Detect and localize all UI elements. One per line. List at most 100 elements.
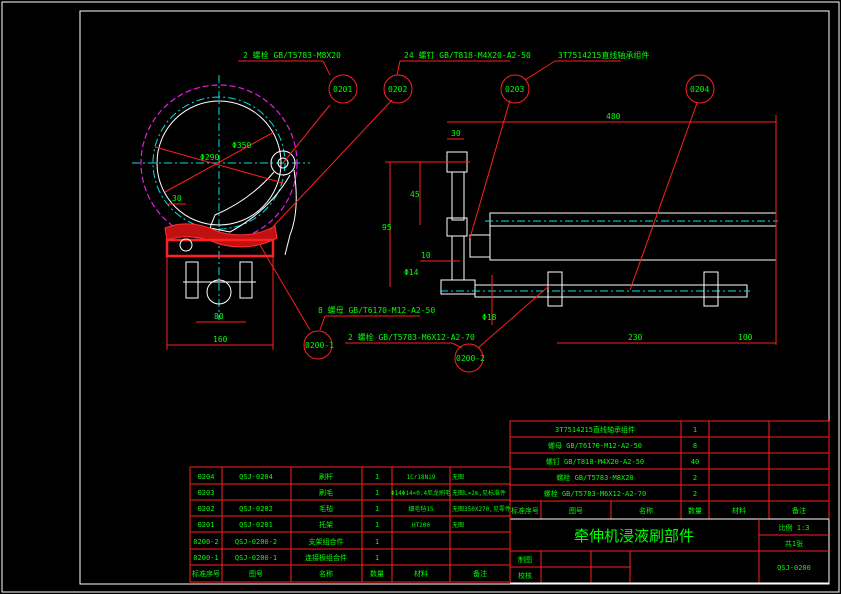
svg-text:螺钉 GB/T818-M4X20-A2-50: 螺钉 GB/T818-M4X20-A2-50 (546, 457, 644, 466)
cell-no: 0200-2 (193, 538, 218, 546)
cell-material: Φ14Φ14×0.4尼龙刷毛 (391, 489, 451, 497)
callout-note-0202: 24 螺钉 GB/T818-M4X20-A2-50 (404, 50, 531, 60)
dim-d350: Φ350 (232, 141, 251, 150)
balloon-0201: 0201 (333, 85, 352, 94)
dim-d290: Φ290 (200, 153, 219, 162)
cell-code: QSJ-0200-1 (235, 554, 277, 562)
std-header-row: 标准序号 图号 名称 数量 材料 备注 (511, 506, 806, 515)
cell-no: 0201 (198, 521, 215, 529)
cell-qty: 1 (375, 489, 379, 497)
svg-text:图号: 图号 (249, 570, 263, 578)
cell-name: 连接板组合件 (305, 553, 347, 562)
cell-no: 0204 (198, 473, 215, 481)
dim-h45: 45 (410, 190, 420, 199)
std-part-row: 螺钉 GB/T818-M4X20-A2-50 40 (546, 457, 699, 466)
cell-code: QSJ-0202 (239, 505, 273, 513)
dim-d14: Φ14 (404, 268, 419, 277)
dim-h95: 95 (382, 223, 392, 232)
std-part-row: 螺栓 GB/T5783-M8X20 2 (556, 473, 697, 482)
table-row: 0200-2 QSJ-0200-2 支架组合件 1 (193, 537, 379, 546)
svg-text:备注: 备注 (792, 506, 806, 515)
title-block: 牵伸机浸液刷部件 比例 1:3 共1张 制图 校核 QSJ-0200 (510, 518, 829, 584)
cell-no: 0203 (198, 489, 215, 497)
svg-text:名称: 名称 (639, 506, 653, 515)
cell-name: 刷毛 (319, 488, 333, 497)
svg-text:材料: 材料 (414, 569, 428, 578)
felt-brush (164, 223, 278, 248)
callout-note-0200-1: 8 螺母 GB/T6170-M12-A2-50 (318, 305, 435, 315)
dim-w80: 80 (214, 312, 224, 321)
cell-material: HT200 (412, 522, 430, 529)
cell-name: 支架组合件 (309, 537, 344, 546)
svg-text:螺栓 GB/T5783-M6X12-A2-70: 螺栓 GB/T5783-M6X12-A2-70 (544, 489, 647, 498)
front-view: 480 30 95 45 10 Φ14 Φ18 230 100 (382, 112, 778, 345)
svg-text:1: 1 (693, 426, 697, 434)
svg-text:数量: 数量 (688, 506, 702, 515)
checked-label: 校核 (518, 571, 532, 580)
balloon-0202: 0202 (388, 85, 407, 94)
svg-text:2: 2 (693, 474, 697, 482)
scale: 比例 1:3 (779, 523, 810, 532)
cell-note: 无图 (452, 474, 464, 481)
dim-d18: Φ18 (482, 313, 497, 322)
callout-note-0201: 2 螺栓 GB/T5783-M8X20 (243, 50, 341, 60)
cell-no: 0200-1 (193, 554, 218, 562)
callout-note-0203: 3T7514215直线轴承组件 (558, 50, 649, 60)
parts-header-row: 标准序号 图号 名称 数量 材料 备注 (192, 569, 487, 578)
cell-qty: 1 (375, 505, 379, 513)
drawn-label: 制图 (518, 555, 532, 564)
cell-code: QSJ-0200-2 (235, 538, 277, 546)
callouts: 2 螺栓 GB/T5783-M8X20 0201 24 螺钉 GB/T818-M… (238, 50, 715, 373)
svg-text:图号: 图号 (569, 507, 583, 515)
side-view: Φ290 Φ350 30 80 160 (132, 75, 310, 350)
balloon-0203: 0203 (505, 85, 524, 94)
dim-w30: 30 (172, 194, 182, 203)
svg-text:备注: 备注 (473, 569, 487, 578)
svg-text:名称: 名称 (319, 569, 333, 578)
dim-h10: 10 (421, 251, 431, 260)
cell-name: 托架 (319, 520, 333, 529)
svg-text:标准序号: 标准序号 (192, 569, 220, 578)
svg-text:螺母 GB/T6170-M12-A2-50: 螺母 GB/T6170-M12-A2-50 (548, 441, 642, 450)
cell-name: 刷杆 (319, 472, 333, 481)
std-part-row: 3T7514215直线轴承组件 1 (555, 425, 697, 434)
inner-frame (79, 10, 830, 585)
dim-l100: 100 (738, 333, 753, 342)
dim-w160: 160 (213, 335, 228, 344)
table-row: 0203 刷毛 1 Φ14Φ14×0.4尼龙刷毛无图L=2m,见标准件 (198, 488, 506, 497)
std-part-row: 螺栓 GB/T5783-M6X12-A2-70 2 (544, 489, 697, 498)
callout-note-0200-2: 2 螺栓 GB/T5783-M6X12-A2-70 (348, 332, 475, 342)
table-row: 0204 QSJ-0204 刷杆 1 1Cr18Ni9 无图 (198, 472, 464, 481)
drawing-number: QSJ-0200 (777, 564, 811, 572)
std-part-row: 螺母 GB/T6170-M12-A2-50 8 (548, 441, 697, 450)
svg-text:数量: 数量 (370, 569, 384, 578)
parts-list-table (189, 466, 511, 583)
cell-material: 细毛毡15 (408, 505, 434, 513)
cell-no: 0202 (198, 505, 215, 513)
svg-text:标准序号: 标准序号 (511, 506, 539, 515)
svg-text:螺栓 GB/T5783-M8X20: 螺栓 GB/T5783-M8X20 (556, 473, 633, 482)
svg-text:3T7514215直线轴承组件: 3T7514215直线轴承组件 (555, 425, 635, 434)
cell-note: 无图350X270,见零件 (452, 505, 511, 513)
svg-text:40: 40 (691, 458, 699, 466)
cell-material: 1Cr18Ni9 (407, 474, 436, 481)
cell-note: 无图L=2m,见标准件 (452, 489, 506, 497)
sheet-count: 共1张 (785, 539, 803, 548)
dim-s30: 30 (451, 129, 461, 138)
svg-text:8: 8 (693, 442, 697, 450)
table-row: 0202 QSJ-0202 毛毡 1 细毛毡15 无图350X270,见零件 (198, 504, 511, 513)
svg-text:2: 2 (693, 490, 697, 498)
svg-text:材料: 材料 (732, 506, 746, 515)
cell-qty: 1 (375, 473, 379, 481)
dim-l480: 480 (606, 112, 621, 121)
cell-code: QSJ-0201 (239, 521, 273, 529)
cell-name: 毛毡 (319, 504, 333, 513)
cell-qty: 1 (375, 538, 379, 546)
cell-code: QSJ-0204 (239, 473, 273, 481)
